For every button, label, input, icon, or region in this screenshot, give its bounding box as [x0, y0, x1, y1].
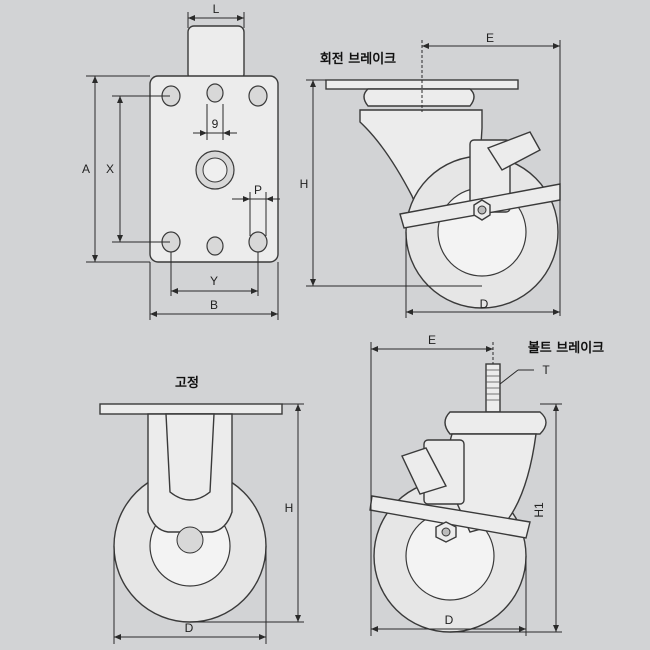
dim-label-E: E: [486, 31, 494, 45]
mount-hole: [206, 83, 224, 103]
title-swivel-brake: 회전 브레이크: [320, 51, 396, 67]
swivel-bearing: [444, 411, 547, 435]
center-bore-inner: [202, 157, 228, 183]
dim-label-D: D: [480, 297, 489, 311]
axle-cap: [176, 526, 204, 554]
mount-hole: [248, 231, 268, 253]
brake-pedal-upper: [486, 131, 541, 171]
title-fixed: 고정: [175, 375, 199, 391]
plate-top-view: L A X 9 P Y B: [82, 2, 280, 320]
dim-label-Y: Y: [210, 274, 218, 288]
dim-label-H: H: [285, 501, 294, 515]
swivel-bearing: [363, 88, 475, 107]
title-bolt-brake: 볼트 브레이크: [528, 340, 604, 356]
mount-hole: [206, 236, 224, 256]
dim-label-H: H: [300, 177, 309, 191]
dim-label-D: D: [445, 613, 454, 627]
plate-tab: [187, 25, 245, 81]
dim-label-B: B: [210, 298, 218, 312]
axle-bolt: [441, 527, 451, 537]
fork-rib: [165, 413, 215, 501]
dim-label-L: L: [213, 2, 220, 16]
brake-pedal-upper: [401, 447, 448, 495]
dim-label-H1: H1: [532, 502, 546, 518]
bolt-brake-caster: 볼트 브레이크 E T H1 D: [369, 333, 604, 636]
top-plate: [99, 403, 283, 415]
fixed-caster: 고정 H D: [99, 375, 304, 644]
mount-hole: [248, 85, 268, 107]
axle-bolt: [477, 205, 487, 215]
dim-label-T: T: [542, 363, 550, 377]
dim-label-9: 9: [212, 117, 219, 131]
dim-label-X: X: [106, 162, 114, 176]
dim-label-P: P: [254, 183, 262, 197]
swivel-brake-caster: 회전 브레이크 E H D: [300, 31, 561, 318]
dim-label-A: A: [82, 162, 90, 176]
dim-label-E: E: [428, 333, 436, 347]
dim-label-D: D: [185, 621, 194, 635]
